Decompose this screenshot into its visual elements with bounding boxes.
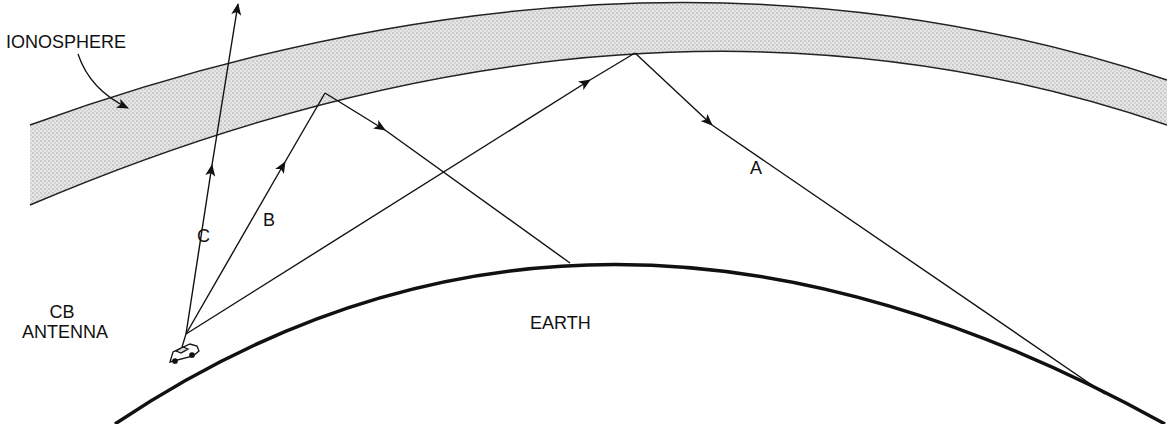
- ionosphere-band: [30, 2, 1167, 205]
- region-label: IONOSPHERE: [6, 32, 126, 52]
- car-with-antenna: [170, 334, 199, 363]
- leader-line: [78, 54, 128, 108]
- antenna-label: CB ANTENNA: [22, 302, 102, 342]
- ray-label: C: [197, 226, 210, 246]
- ionosphere-lower-edge: [30, 51, 1167, 205]
- earth-surface: [115, 265, 1165, 424]
- ray-label: A: [750, 158, 762, 178]
- ray-label: B: [263, 210, 275, 230]
- ray-c: [186, 4, 238, 334]
- ionosphere-upper-edge: [30, 2, 1167, 125]
- ray-a: [186, 53, 1105, 394]
- earth-label: EARTH: [530, 313, 591, 333]
